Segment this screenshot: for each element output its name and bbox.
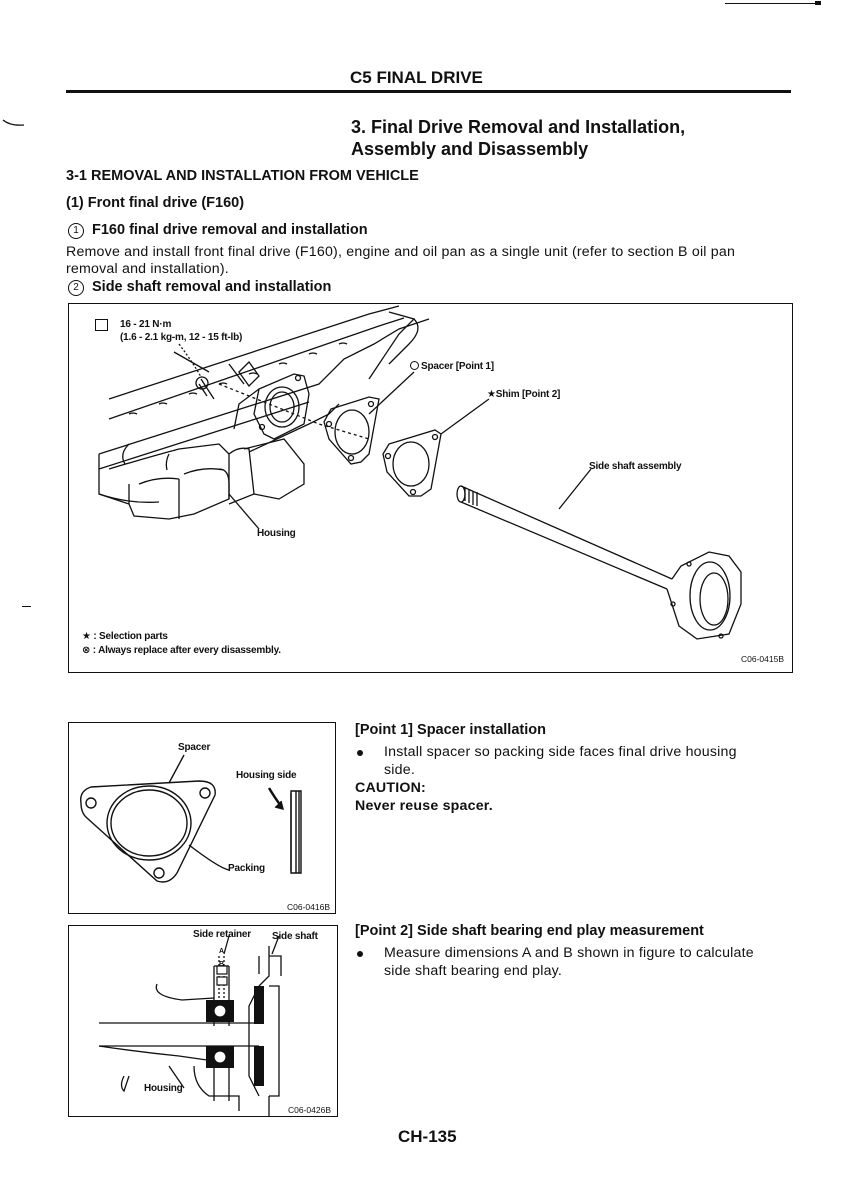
point1-bullet-line2: side. [384, 762, 415, 778]
step2-heading: 2 Side shaft removal and installation [68, 279, 331, 296]
side-shaft-exploded-drawing [98, 305, 742, 640]
always-replace-icon [410, 361, 419, 370]
caution-label: CAUTION: [355, 780, 426, 796]
point1-bullet-line1: Install spacer so packing side faces fin… [384, 744, 737, 760]
side-shaft-assembly-label: Side shaft assembly [589, 461, 682, 472]
figure-side-shaft-exploded: 16 - 21 N·m (1.6 - 2.1 kg-m, 12 - 15 ft-… [68, 303, 793, 673]
step1-body-line2: removal and installation). [66, 261, 229, 277]
legend-always-replace: ⊗ : Always replace after every disassemb… [82, 645, 281, 656]
scan-mark [725, 3, 817, 4]
margin-mark [2, 119, 25, 126]
bullet-marker [357, 750, 363, 756]
side-shaft-label: Side shaft [272, 931, 318, 942]
end-play-cross-section [98, 935, 282, 1116]
step1-heading: 1 F160 final drive removal and installati… [68, 222, 368, 239]
housing-label: Housing [144, 1083, 183, 1094]
page-title-line2: Assembly and Disassembly [351, 139, 589, 159]
front-final-drive-heading: (1) Front final drive (F160) [66, 195, 245, 211]
torque-spec: 16 - 21 N·m [120, 319, 172, 330]
torque-wrench-icon [95, 319, 108, 331]
section-header: C5 FINAL DRIVE [350, 68, 483, 87]
point2-bullet-line2: side shaft bearing end play. [384, 963, 563, 979]
page-number: CH-135 [398, 1127, 457, 1146]
point1-heading: [Point 1] Spacer installation [355, 722, 546, 738]
legend-selection-parts: ★ : Selection parts [82, 631, 168, 642]
margin-dash [22, 606, 31, 607]
torque-spec-alt: (1.6 - 2.1 kg-m, 12 - 15 ft-lb) [120, 332, 243, 343]
bullet-marker [357, 951, 363, 957]
dimension-a-label: A [219, 948, 224, 955]
spacer-part-label: Spacer [178, 742, 211, 753]
step1-number: 1 [68, 223, 84, 239]
shim-label: ★Shim [Point 2] [487, 389, 561, 400]
housing-label: Housing [257, 528, 296, 539]
step2-title: Side shaft removal and installation [92, 279, 332, 295]
point2-heading: [Point 2] Side shaft bearing end play me… [355, 923, 704, 939]
subsection-heading: 3-1 REMOVAL AND INSTALLATION FROM VEHICL… [66, 168, 419, 184]
figure-spacer: Spacer Housing side Packing C06-0416B [68, 722, 336, 914]
figure-end-play: Side retainer Side shaft A B Housing C06… [68, 925, 338, 1117]
side-retainer-label: Side retainer [193, 929, 251, 940]
scan-mark-dot [815, 1, 821, 5]
step1-body-line1: Remove and install front final drive (F1… [66, 244, 736, 260]
spacer-drawing [80, 754, 302, 883]
figure-code: C06-0415B [741, 654, 785, 664]
header-rule [66, 90, 791, 93]
point2-bullet-line1: Measure dimensions A and B shown in figu… [384, 945, 754, 961]
page-title-line1: 3. Final Drive Removal and Installation, [351, 117, 686, 137]
dimension-b-label: B [219, 961, 224, 968]
packing-label: Packing [228, 863, 265, 874]
spacer-label: Spacer [Point 1] [410, 361, 494, 372]
housing-side-label: Housing side [236, 770, 297, 781]
caution-text: Never reuse spacer. [355, 798, 493, 814]
figure-code: C06-0416B [287, 902, 331, 912]
step2-number: 2 [68, 280, 84, 296]
step1-title: F160 final drive removal and installatio… [92, 222, 368, 238]
figure-code: C06-0426B [288, 1105, 332, 1115]
